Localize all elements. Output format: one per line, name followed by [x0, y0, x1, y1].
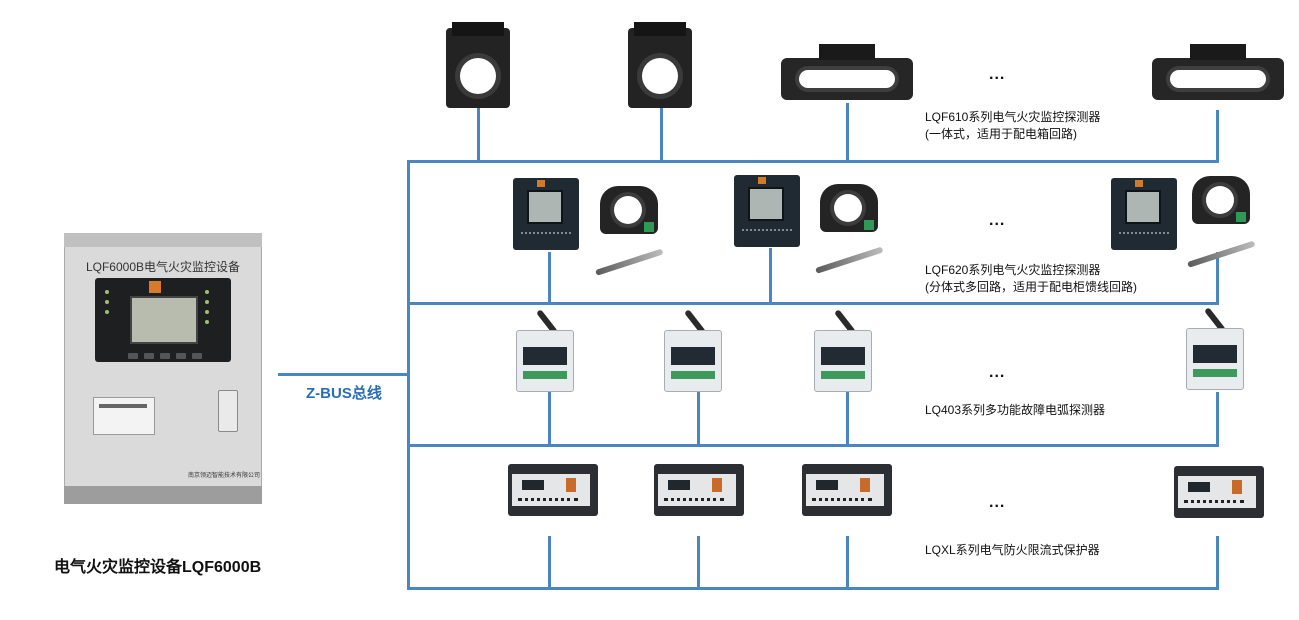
row3-ellipsis: ...: [989, 364, 1006, 381]
row3-label-line1: LQ403系列多功能故障电弧探测器: [925, 403, 1106, 417]
row1-drop-4: [1216, 110, 1219, 162]
row4-drop-2: [697, 536, 700, 589]
row2-label-line1: LQF620系列电气火灾监控探测器: [925, 263, 1101, 277]
current-limiter-icon: [508, 464, 598, 516]
ct-wide-sensor-icon: [781, 44, 913, 100]
ct-wide-sensor-icon: [1152, 44, 1284, 100]
row4-drop-3: [846, 536, 849, 589]
printer-icon: [93, 397, 155, 435]
arc-detector-icon: [1186, 328, 1244, 390]
temperature-probe-icon: [595, 248, 664, 276]
brand-logo-icon: [149, 281, 161, 293]
row2-drop-2: [769, 248, 772, 304]
main-unit-caption: 电气火灾监控设备LQF6000B: [54, 559, 262, 576]
row4-drop-4: [1216, 536, 1219, 589]
main-bus-trunk: [407, 160, 410, 590]
temperature-probe-icon: [815, 246, 884, 274]
row3-drop-3: [846, 392, 849, 446]
status-led: [105, 300, 109, 304]
cabinet-to-bus-line: [278, 373, 409, 376]
ct-sensor-icon: [446, 22, 510, 108]
current-limiter-icon: [1174, 466, 1264, 518]
row2-label-line2: (分体式多回路，适用于配电柜馈线回路): [925, 280, 1137, 294]
row3-drop-4: [1216, 392, 1219, 446]
row2-ellipsis: ...: [989, 212, 1006, 229]
status-led: [105, 290, 109, 294]
status-led: [205, 300, 209, 304]
row1-label-line2: (一体式，适用于配电箱回路): [925, 127, 1077, 141]
monitor-meter-icon: [734, 175, 800, 247]
temperature-probe-icon: [1187, 240, 1256, 268]
current-limiter-icon: [654, 464, 744, 516]
status-led: [205, 290, 209, 294]
row1-ellipsis: ...: [989, 66, 1006, 83]
row2-drop-1: [548, 252, 551, 304]
door-lock-icon: [218, 390, 238, 432]
panel-buttons: [128, 346, 218, 359]
row4-label-line1: LQXL系列电气防火限流式保护器: [925, 543, 1100, 557]
row3-bus: [407, 444, 1219, 447]
monitor-meter-icon: [513, 178, 579, 250]
cabinet-base: [64, 486, 262, 504]
zbus-label: Z-BUS总线: [306, 385, 382, 402]
row1-bus: [407, 160, 1219, 163]
row4-bus: [407, 587, 1219, 590]
arc-detector-icon: [814, 330, 872, 392]
row1-drop-3: [846, 103, 849, 162]
row2-bus: [407, 302, 1219, 305]
status-led: [205, 310, 209, 314]
row1-drop-2: [660, 108, 663, 162]
manufacturer-label: 南京领迈智能技术有限公司: [187, 473, 260, 479]
ring-ct-icon: [1192, 176, 1250, 224]
status-led: [105, 310, 109, 314]
row1-drop-1: [477, 108, 480, 162]
row3-drop-1: [548, 392, 551, 446]
monitor-meter-icon: [1111, 178, 1177, 250]
printer-slot: [99, 404, 147, 408]
ct-sensor-icon: [628, 22, 692, 108]
cabinet-top-band: [64, 233, 262, 247]
arc-detector-icon: [516, 330, 574, 392]
arc-detector-icon: [664, 330, 722, 392]
status-led: [205, 320, 209, 324]
row1-label-line1: LQF610系列电气火灾监控探测器: [925, 110, 1101, 124]
row4-ellipsis: ...: [989, 494, 1006, 511]
row2-drop-3: [1216, 252, 1219, 304]
ring-ct-icon: [820, 184, 878, 232]
current-limiter-icon: [802, 464, 892, 516]
row4-drop-1: [548, 536, 551, 589]
lcd-screen: [130, 296, 198, 344]
row3-drop-2: [697, 392, 700, 446]
cabinet-panel-title: LQF6000B电气火灾监控设备: [85, 260, 241, 274]
ring-ct-icon: [600, 186, 658, 234]
